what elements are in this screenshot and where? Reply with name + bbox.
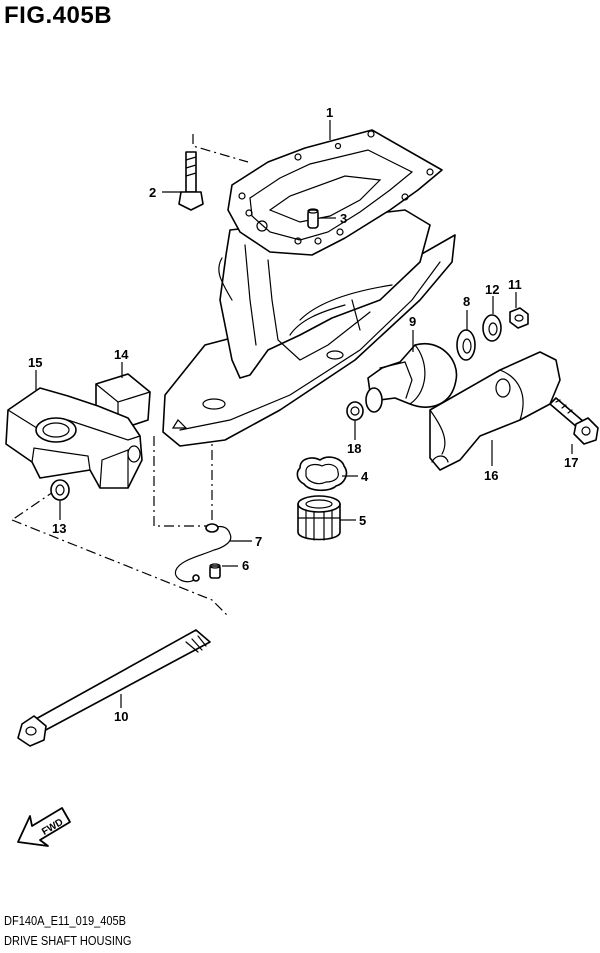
callout-numbers: 1 2 3 4 5 6 7 8 9 10 11 12 13 14 15 16 1… — [28, 105, 578, 724]
callout-4: 4 — [361, 469, 369, 484]
nut-part-11 — [509, 307, 529, 329]
callout-18: 18 — [347, 441, 361, 456]
callout-13: 13 — [52, 521, 66, 536]
screw-part-6 — [209, 563, 221, 579]
callout-15: 15 — [28, 355, 42, 370]
callout-3: 3 — [340, 211, 347, 226]
bearing-part-5 — [297, 495, 341, 541]
callout-5: 5 — [359, 513, 366, 528]
seal-ring-part-4 — [296, 456, 348, 492]
drive-shaft-housing — [162, 129, 456, 447]
ground-wire-part-7 — [174, 523, 232, 583]
leader-lines — [35, 120, 573, 708]
callout-2: 2 — [149, 185, 156, 200]
washer-part-8 — [456, 329, 476, 361]
long-bolt-part-10 — [17, 629, 211, 747]
callout-14: 14 — [114, 347, 129, 362]
mount-bracket-part-15 — [5, 387, 143, 489]
mount-cover-part-16 — [429, 351, 561, 471]
washer-part-12 — [482, 314, 502, 342]
rubber-mount-part-9 — [365, 342, 458, 413]
washer-part-13 — [50, 479, 70, 501]
reference-lines — [11, 134, 249, 617]
callout-8: 8 — [463, 294, 470, 309]
callout-7: 7 — [255, 534, 262, 549]
bolt-part-2 — [178, 151, 204, 211]
callout-6: 6 — [242, 558, 249, 573]
callout-11: 11 — [508, 277, 522, 292]
bolt-part-17 — [549, 397, 599, 445]
figure-title: FIG.405B — [4, 2, 113, 29]
figure-name: DRIVE SHAFT HOUSING — [4, 933, 132, 948]
callout-10: 10 — [114, 709, 128, 724]
fwd-arrow-icon: FWD — [17, 807, 71, 847]
figure-code: DF140A_E11_019_405B — [4, 913, 127, 928]
dowel-pin-part-3 — [307, 208, 319, 229]
washer-part-18 — [346, 401, 364, 421]
callout-9: 9 — [409, 314, 416, 329]
callout-16: 16 — [484, 468, 498, 483]
callout-12: 12 — [485, 282, 499, 297]
callout-1: 1 — [326, 105, 333, 120]
callout-17: 17 — [564, 455, 578, 470]
